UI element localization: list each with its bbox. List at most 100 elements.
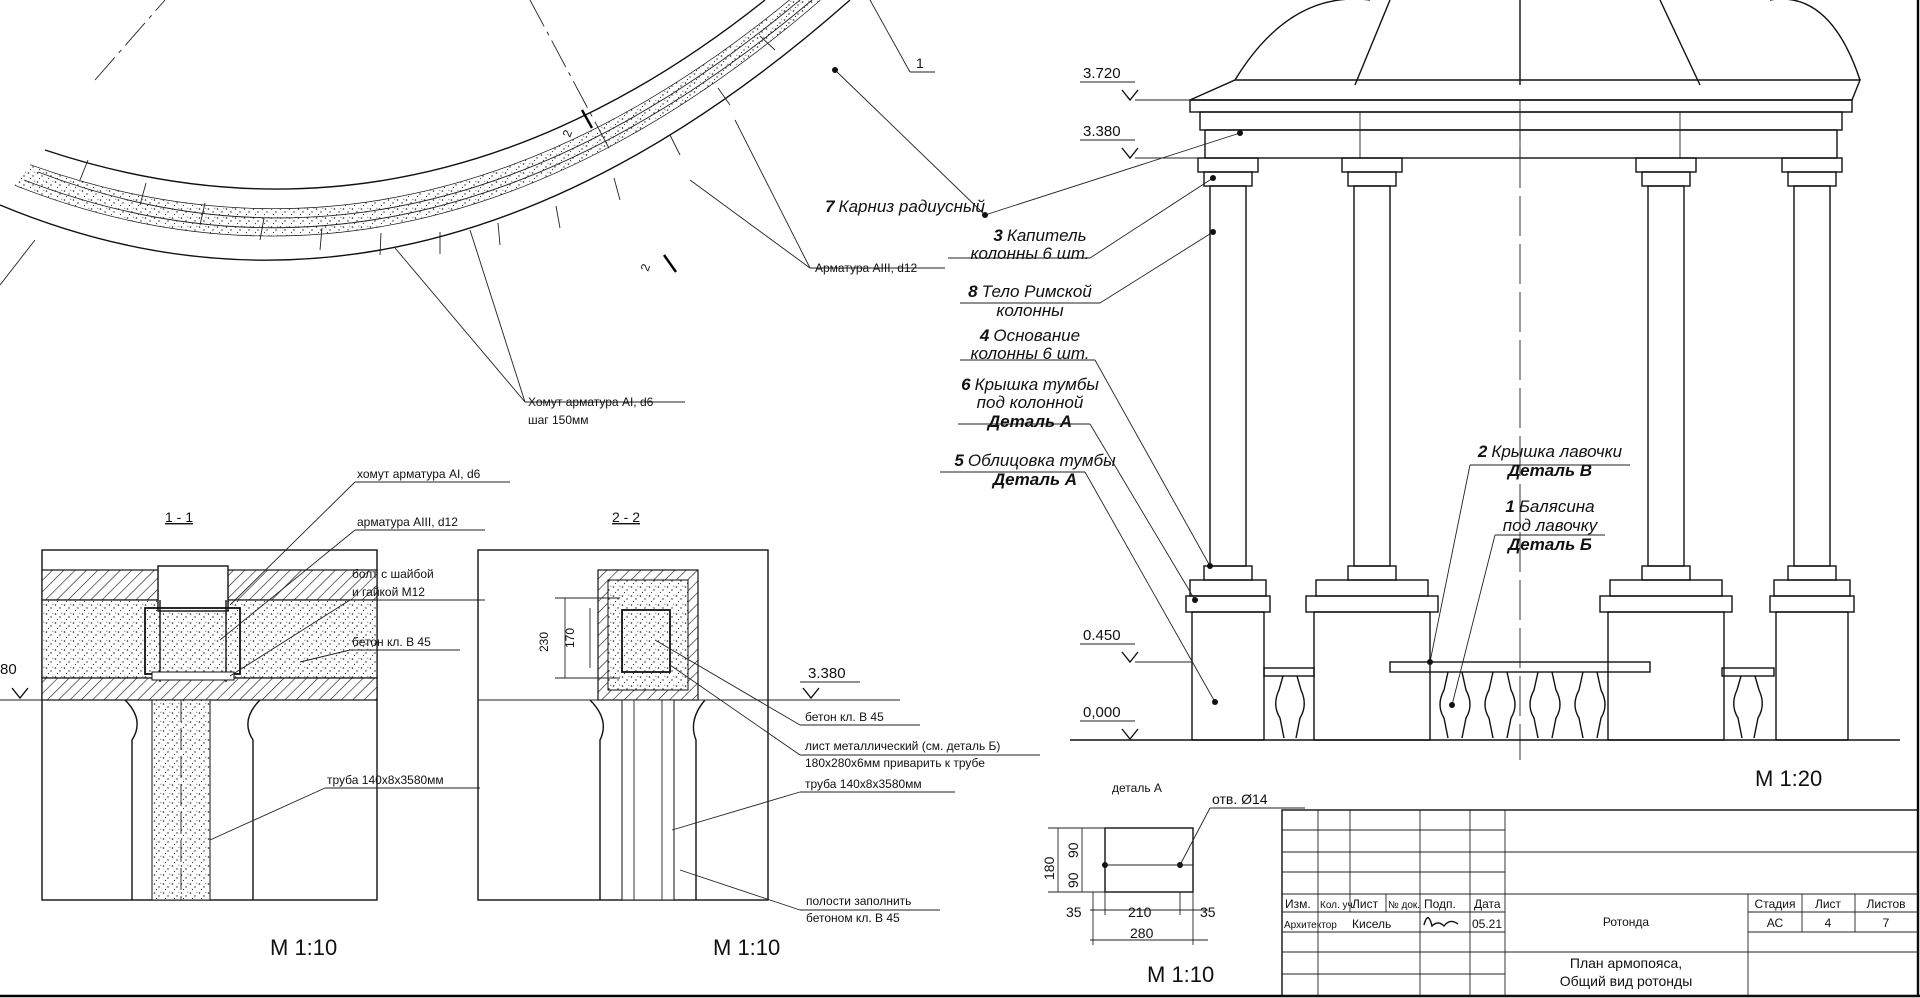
tb-sheet: 4 [1825, 916, 1832, 930]
leader-22-sheet [669, 664, 801, 756]
tb-date: 05.21 [1472, 917, 1502, 931]
ring-stirrups [79, 35, 776, 256]
s22-label-fill-2: бетоном кл. В 45 [806, 911, 900, 925]
element-7-num: 7 [825, 197, 836, 216]
dim-90-b: 90 [1065, 872, 1081, 888]
leader-rebar-b [689, 179, 811, 269]
tb-role: Архитектор [1284, 920, 1337, 931]
stirrup-step: шаг 150мм [528, 413, 589, 427]
tb-title-2: Общий вид ротонды [1560, 973, 1693, 989]
element-3-num: 3 [993, 226, 1003, 245]
tb-sheet-header: Лист [1815, 897, 1842, 911]
s11-label-stirrup: хомут арматура AI, d6 [357, 467, 481, 481]
cornice-band-3 [1204, 129, 1838, 159]
element-1-detail: Деталь Б [1506, 535, 1592, 554]
dim-210: 210 [1128, 904, 1152, 920]
leader-1 [869, 0, 911, 73]
section-1-1-plate [151, 671, 235, 681]
leader-11-stirrup [229, 481, 356, 606]
ring-inner-edge [44, 0, 766, 190]
section-1-1: 1 - 1 80 хомут арматура AI, d6 арматура … [0, 467, 510, 960]
section-2-mark-bottom [663, 254, 677, 273]
section-1-1-concrete [41, 599, 378, 679]
stirrup-label: Хомут арматура AI, d6 [528, 395, 654, 409]
dim-90-a: 90 [1065, 842, 1081, 858]
detail-a-scale: М 1:10 [1147, 962, 1214, 987]
element-2-line1: Крышка лавочки [1491, 442, 1622, 461]
tb-stage: АС [1767, 916, 1784, 930]
section-2-2-concrete [607, 579, 689, 691]
section-2-2-column-profile [589, 699, 706, 900]
s22-label-pipe: труба 140х8х3580мм [805, 777, 922, 791]
dim-35-right: 35 [1200, 904, 1216, 920]
section-1-1-column-profile [124, 699, 261, 900]
tb-stage-header: Стадия [1755, 897, 1796, 911]
rebar-label: Арматура AIII, d12 [815, 261, 918, 275]
s11-label-bolt-2: и гайкой М12 [352, 585, 425, 599]
element-6-line2: под колонной [977, 393, 1084, 412]
detail-a-title: деталь А [1112, 781, 1162, 795]
element-4-num: 4 [979, 326, 990, 345]
leader-11-pipe [209, 787, 326, 841]
level-0450: 0.450 [1080, 627, 1192, 664]
column-1 [1185, 157, 1271, 741]
section-1-1-title: 1 - 1 [165, 509, 193, 525]
tb-title-1: План армопояса, [1570, 955, 1682, 971]
section-1-1-stirrup-head [157, 565, 229, 612]
element-6-line1: Крышка тумбы [975, 375, 1100, 394]
element-5-line1: Облицовка тумбы [968, 451, 1116, 470]
tb-header-izm: Изм. [1285, 897, 1311, 911]
s22-scale: М 1:10 [713, 935, 780, 960]
axis-line-1 [94, 0, 166, 81]
element-7-line1: Карниз радиусный [839, 197, 986, 216]
section-1-1-cut-level: 80 [0, 661, 17, 678]
section-1-1-bottom-slab [41, 677, 378, 701]
level-0000: 0,000 [1080, 704, 1139, 741]
tb-signature [1423, 917, 1459, 928]
element-2-num: 2 [1477, 442, 1488, 461]
cornice-band-2 [1199, 111, 1843, 131]
element-3-line1: Капитель [1007, 226, 1087, 245]
section-2-2-level: 3.380 [808, 665, 846, 682]
dome-rib-1 [1354, 0, 1391, 86]
level-0450-text: 0.450 [1083, 627, 1121, 644]
element-6-detail: Деталь А [986, 412, 1072, 431]
cornice-band-1 [1189, 99, 1853, 113]
level-3720: 3.720 [1080, 65, 1190, 102]
section-1-1-level-mark [11, 687, 29, 700]
bench-top [1389, 661, 1651, 673]
leader-22-fill [679, 869, 801, 911]
s11-label-pipe: труба 140х8х3580мм [327, 773, 444, 787]
detail-a-hole-label: отв. Ø14 [1212, 791, 1268, 807]
element-5-detail: Деталь А [991, 470, 1077, 489]
s22-label-sheet-2: 180х280х6мм приварить к трубе [805, 756, 985, 770]
tb-project: Ротонда [1603, 915, 1650, 929]
leader-11-rebar [219, 529, 356, 641]
leader-22-pipe [671, 791, 801, 831]
element-4-line2: колонны 6 шт. [970, 344, 1089, 363]
tb-header-list: Лист [1352, 897, 1379, 911]
section-2-2-title: 2 - 2 [612, 509, 640, 525]
ring-outer-edge [0, 0, 851, 261]
leader-rebar-a [734, 119, 811, 269]
balusters [1275, 671, 1763, 739]
element-8-num: 8 [968, 282, 978, 301]
dim-280: 280 [1130, 925, 1154, 941]
level-3380: 3.380 [1080, 123, 1198, 160]
title-block-frame [1281, 809, 1919, 997]
leader-11-concrete [299, 649, 351, 663]
element-1-num: 1 [1505, 497, 1514, 516]
column-4 [1769, 157, 1855, 741]
ring-rebar-1 [37, 0, 801, 219]
detail-a-plate [1104, 827, 1194, 893]
